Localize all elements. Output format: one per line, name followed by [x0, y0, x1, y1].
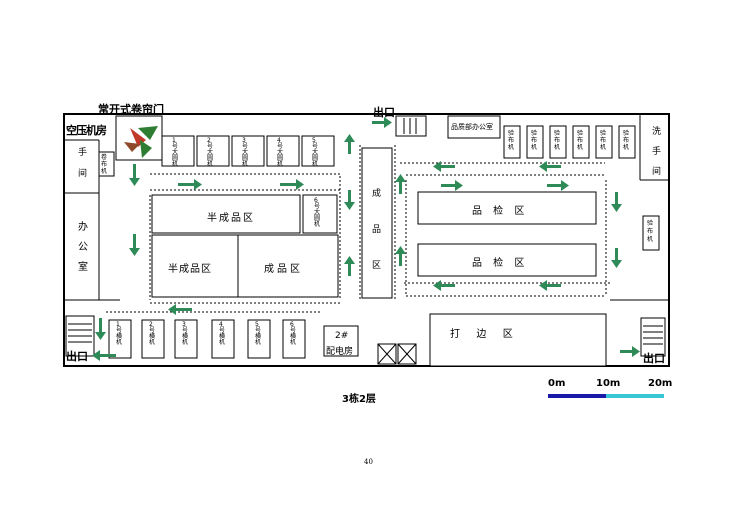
- office-label-2: 公: [78, 242, 88, 253]
- machine-bottom-6: 6号横机: [290, 321, 297, 346]
- scale-tick-0: 0m: [548, 378, 566, 389]
- finished-column-zone: [361, 147, 393, 299]
- machine-bottom-row-boxes: [108, 319, 306, 359]
- shutter-door-symbol: [124, 126, 158, 158]
- office-label-3: 室: [78, 262, 88, 273]
- stairs-left: [65, 315, 95, 357]
- qc-machine-3: 验布机: [554, 130, 561, 151]
- finished-left-label: 成品区: [264, 264, 303, 275]
- packing-zone-label: 打 边 区: [450, 329, 513, 340]
- qc-office-label: 品质部办公室: [451, 123, 493, 131]
- right-machine-label: 验布机: [647, 220, 654, 243]
- flow-arrows: [92, 117, 640, 361]
- scale-bar-blue: [548, 394, 606, 398]
- washroom-1: 洗: [652, 127, 662, 137]
- small-machine-label: 卷布机: [101, 154, 108, 175]
- qc-machine-6: 验布机: [623, 130, 630, 151]
- qc-machine-boxes: [503, 125, 636, 159]
- scale-bar-cyan: [606, 394, 664, 398]
- machine-top-2: 2号大圆机: [207, 137, 214, 168]
- exit-bottom-right-label: 出口: [643, 352, 665, 365]
- qc-office-box: [447, 115, 501, 139]
- scale-tick-10: 10m: [596, 378, 621, 389]
- exit-top-label: 出口: [373, 106, 395, 119]
- machine-bottom-3: 3号横机: [182, 321, 189, 346]
- page-number: 40: [364, 458, 373, 466]
- scale-tick-20: 20m: [648, 378, 673, 389]
- qc-machine-1: 验布机: [508, 130, 515, 151]
- qc-zone-top-label: 品 检 区: [472, 206, 529, 217]
- stairs-right: [640, 317, 666, 357]
- machine-top-4: 4号大圆机: [277, 137, 284, 168]
- washroom-3: 间: [652, 167, 662, 177]
- machine-bottom-4: 4号横机: [219, 321, 226, 346]
- building-outline: [63, 113, 670, 367]
- semi-bottom-label: 半成品区: [168, 264, 212, 275]
- qc-zone-bottom-label: 品 检 区: [472, 258, 529, 269]
- qc-zone-bottom: [417, 243, 597, 277]
- finished-col-2: 品: [372, 225, 382, 235]
- qc-zone-top: [417, 191, 597, 225]
- machine-top-5: 5号大圆机: [312, 137, 319, 168]
- machine-bottom-5: 5号横机: [255, 321, 262, 346]
- qc-machine-5: 验布机: [600, 130, 607, 151]
- floor-caption: 3栋2层: [342, 394, 376, 405]
- power-room-label-1: 2#: [335, 331, 349, 341]
- finished-col-3: 区: [372, 261, 382, 271]
- machine-top-1: 1号大圆机: [172, 137, 179, 168]
- office-label-1: 办: [78, 222, 88, 233]
- crossed-boxes: [377, 343, 417, 365]
- semi-top-zone: [151, 194, 301, 234]
- finished-col-1: 成: [372, 189, 382, 199]
- machine-top-3: 3号大圆机: [242, 137, 249, 168]
- power-room-label-2: 配电房: [326, 347, 354, 357]
- qc-machine-2: 验布机: [531, 130, 538, 151]
- finished-left-zone: [237, 234, 339, 298]
- left-hall-label-1: 手: [78, 148, 88, 158]
- qc-machine-4: 验布机: [577, 130, 584, 151]
- aircon-room-label: 空压机房: [66, 124, 107, 137]
- small-machine-box: [98, 151, 115, 177]
- semi-bottom-zone: [151, 234, 239, 298]
- machine-top-row-boxes: [161, 135, 335, 167]
- packing-zone: [429, 313, 607, 367]
- exit-bottom-left-label: 出口: [66, 350, 88, 363]
- semi-top-label: 半成品区: [207, 213, 255, 224]
- shutter-door-label: 常开式卷帘门: [98, 103, 164, 116]
- washroom-2: 手: [652, 147, 662, 157]
- machine-bottom-1: 1号横机: [116, 321, 123, 346]
- machine-bottom-2: 2号横机: [149, 321, 156, 346]
- power-room-box: [323, 325, 359, 357]
- right-machine-box: [642, 215, 660, 251]
- side-machine-box: [302, 194, 338, 234]
- side-machine-label: 6号大圆机: [314, 197, 321, 228]
- left-hall-label-2: 间: [78, 169, 88, 179]
- stairs-top: [395, 115, 427, 137]
